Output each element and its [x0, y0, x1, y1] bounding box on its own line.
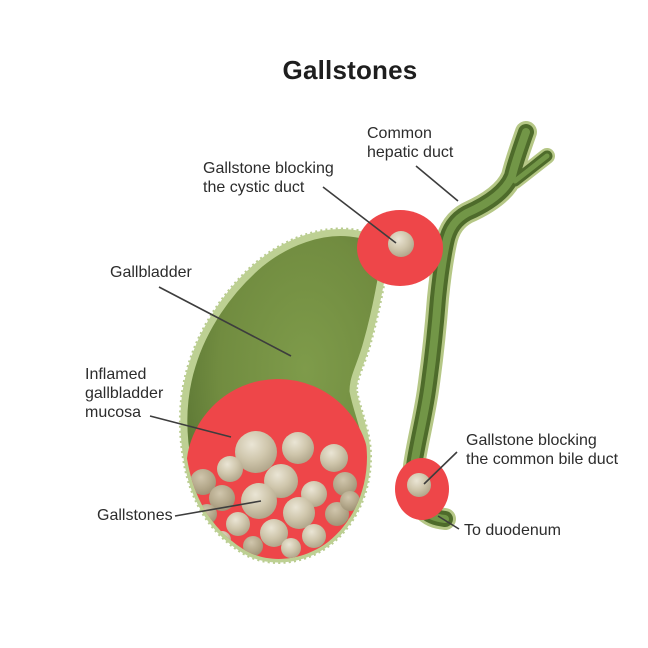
gallstone	[302, 524, 326, 548]
gallstone	[243, 536, 263, 556]
leader-cystic-blockage	[322, 186, 397, 244]
leader-inflamed-mucosa	[149, 415, 232, 438]
hepatic-duct-branch-highlight	[512, 153, 550, 184]
gallstone	[190, 469, 216, 495]
gallstone	[235, 431, 277, 473]
gallstone	[283, 497, 315, 529]
gallstone	[260, 519, 288, 547]
label-bile-duct-blockage: Gallstone blocking the common bile duct	[466, 432, 619, 468]
gallstone	[333, 472, 357, 496]
label-gallstones: Gallstones	[97, 507, 173, 524]
leader-to-duodenum	[437, 515, 460, 530]
blocking-stone	[388, 231, 414, 257]
gallstone-cluster	[190, 431, 365, 558]
gallstone	[217, 456, 243, 482]
gallstone	[281, 538, 301, 558]
gallstone	[209, 485, 235, 511]
diagram-title: Gallstones	[282, 55, 418, 85]
label-to-duodenum: To duodenum	[464, 522, 561, 539]
label-common-hepatic-duct: Common hepatic duct	[367, 125, 454, 161]
cystic-duct-blockage-marker	[357, 210, 443, 286]
leader-bile-duct-blockage	[423, 451, 458, 485]
label-inflamed-mucosa: Inflamed gallbladder mucosa	[85, 366, 164, 421]
leader-common-hepatic-duct	[415, 165, 459, 202]
leader-lines	[149, 165, 460, 530]
gallstone	[320, 444, 348, 472]
blocking-stone	[407, 473, 431, 497]
label-cystic-duct-blockage: Gallstone blocking the cystic duct	[203, 160, 334, 196]
leader-gallstones	[174, 500, 262, 517]
leader-gallbladder	[158, 286, 292, 357]
gallstone	[282, 432, 314, 464]
label-gallbladder: Gallbladder	[110, 264, 192, 281]
gallstone	[226, 512, 250, 536]
gallstone	[340, 491, 360, 511]
